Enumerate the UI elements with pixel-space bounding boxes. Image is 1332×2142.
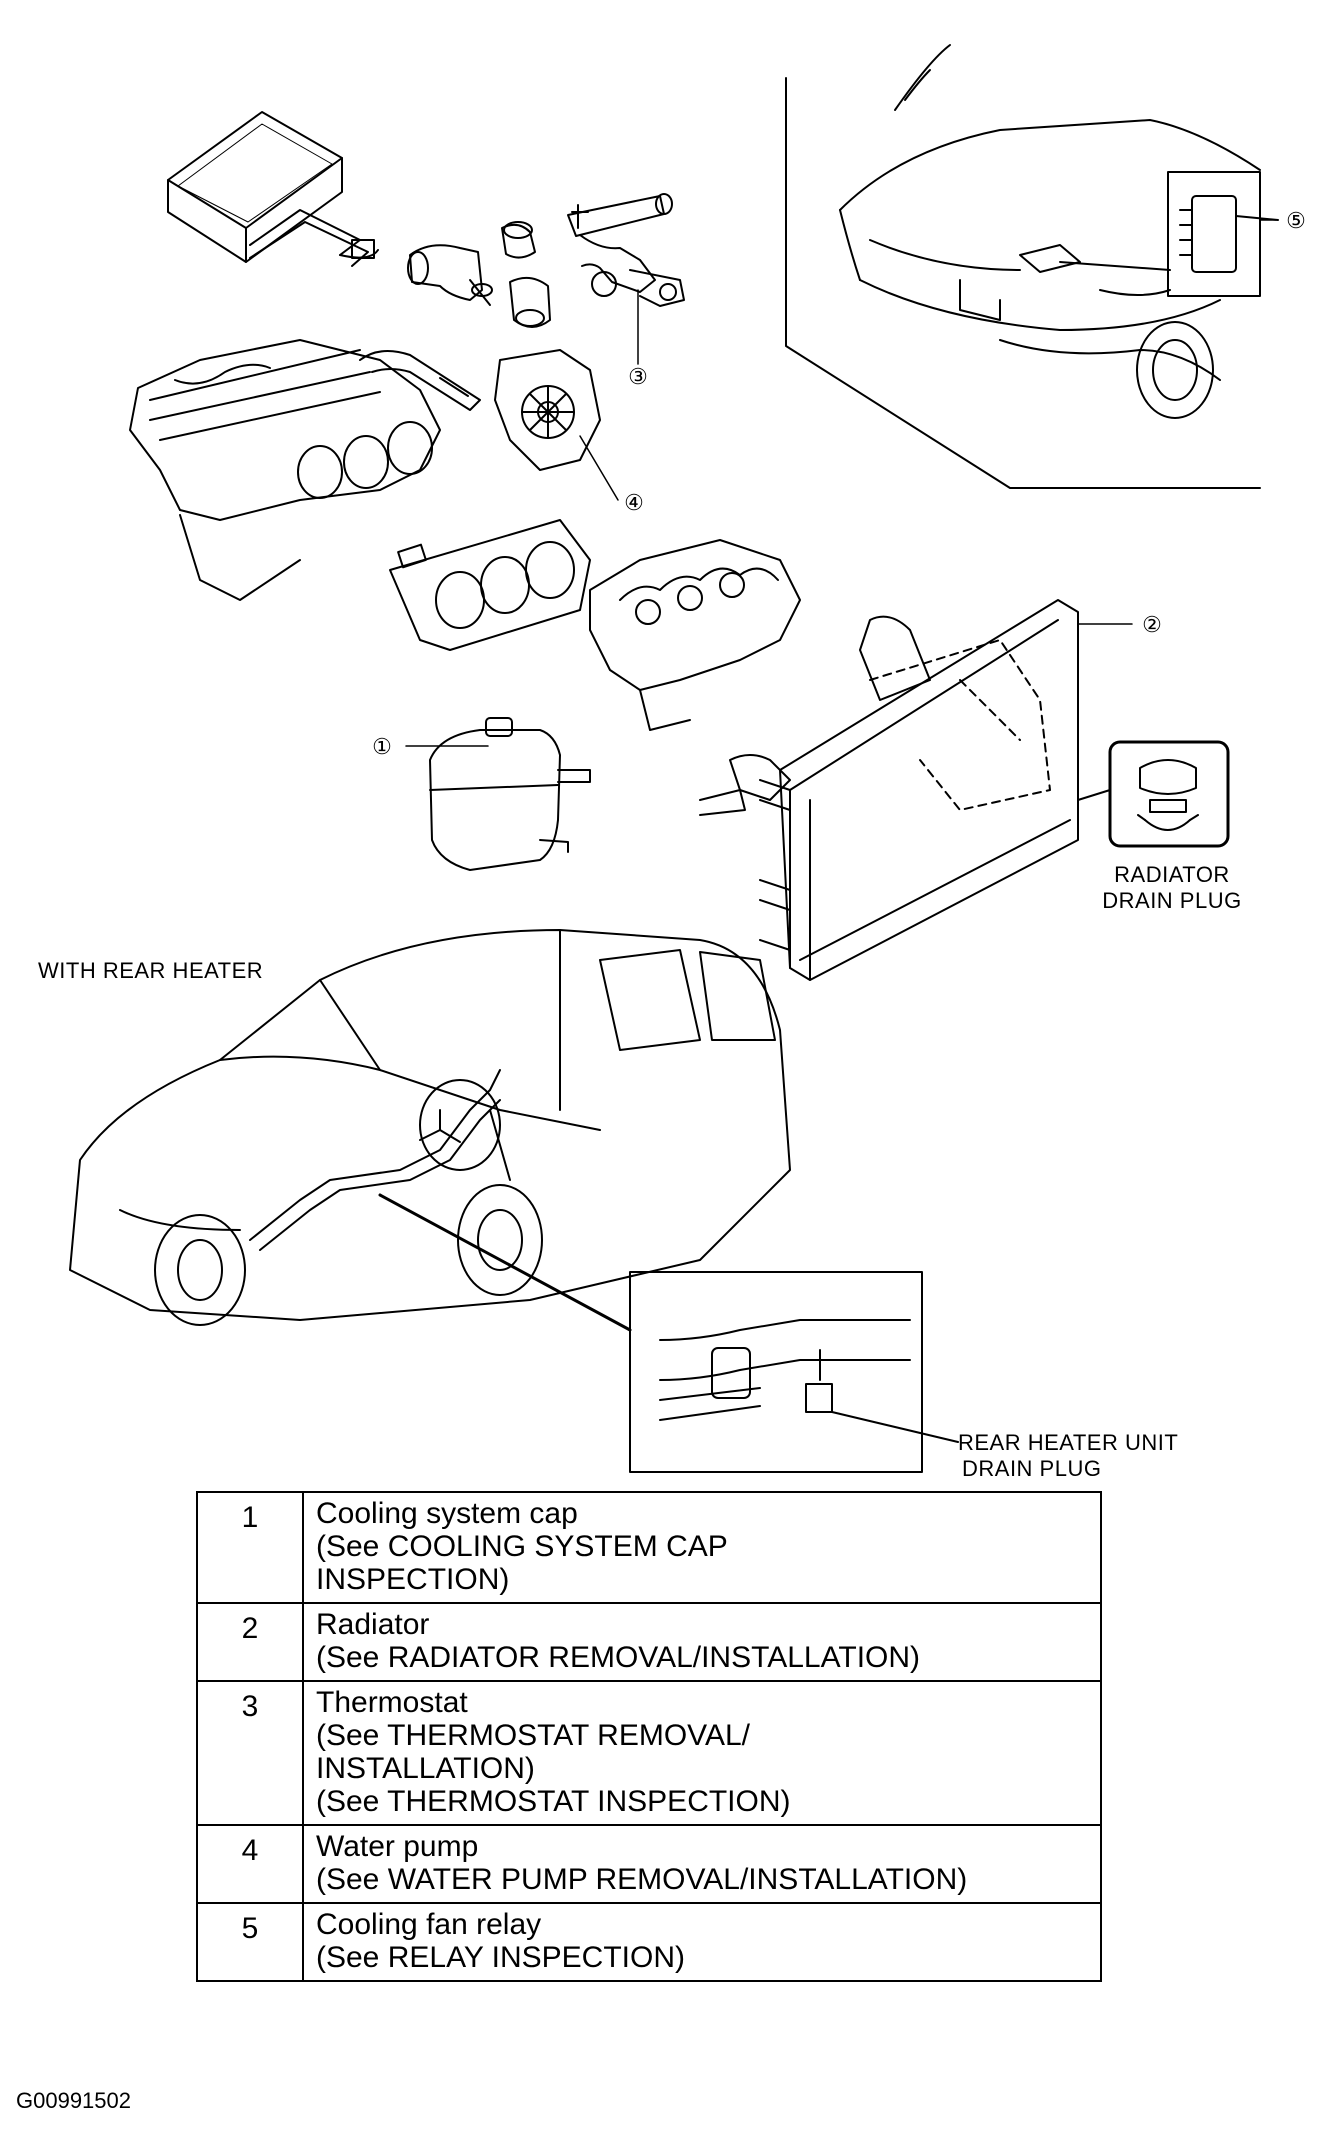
label-with-rear-heater: WITH REAR HEATER (38, 958, 263, 983)
part-description: Thermostat (See THERMOSTAT REMOVAL/ INST… (302, 1680, 1102, 1826)
coolant-reservoir (429, 717, 591, 871)
part-description: Cooling fan relay (See RELAY INSPECTION) (302, 1902, 1102, 1982)
part-number: 3 (196, 1680, 304, 1826)
label-radiator-drain-plug-line2: DRAIN PLUG (1102, 888, 1241, 913)
part-description: Cooling system cap (See COOLING SYSTEM C… (302, 1491, 1102, 1604)
part-number: 1 (196, 1491, 304, 1604)
label-radiator-drain-plug-line1: RADIATOR (1114, 862, 1230, 887)
figure-id: G00991502 (16, 2088, 131, 2113)
heater-core (167, 111, 379, 267)
label-rear-heater-drain-plug-line2: DRAIN PLUG (962, 1456, 1101, 1481)
part-number: 2 (196, 1602, 304, 1682)
table-row: 3 Thermostat (See THERMOSTAT REMOVAL/ IN… (196, 1680, 1102, 1826)
part-description: Water pump (See WATER PUMP REMOVAL/INSTA… (302, 1824, 1102, 1904)
cylinder-head-right (589, 539, 801, 731)
radiator (699, 599, 1079, 981)
callout-leaders (405, 219, 1277, 747)
callout-5: ⑤ (1286, 208, 1306, 233)
coolant-hoses-upper (407, 193, 685, 328)
part-number: 4 (196, 1824, 304, 1904)
callout-3: ③ (628, 364, 648, 389)
vehicle-front-view (785, 44, 1279, 489)
vehicle-with-rear-heater (69, 929, 791, 1332)
cylinder-head-left (129, 339, 481, 601)
water-pump (439, 349, 601, 471)
callout-4: ④ (624, 490, 644, 515)
radiator-drain-plug-inset (1077, 740, 1230, 848)
table-row: 1 Cooling system cap (See COOLING SYSTEM… (196, 1491, 1102, 1604)
table-row: 4 Water pump (See WATER PUMP REMOVAL/INS… (196, 1824, 1102, 1904)
parts-table: 1 Cooling system cap (See COOLING SYSTEM… (196, 1491, 1102, 1982)
part-number: 5 (196, 1902, 304, 1982)
rear-heater-drain-plug-inset (629, 1271, 959, 1473)
callout-1: ① (372, 734, 392, 759)
table-row: 2 Radiator (See RADIATOR REMOVAL/INSTALL… (196, 1602, 1102, 1682)
callout-2: ② (1142, 612, 1162, 637)
part-description: Radiator (See RADIATOR REMOVAL/INSTALLAT… (302, 1602, 1102, 1682)
head-gasket (389, 519, 591, 651)
cooling-system-diagram: ① ② ③ ④ ⑤ WITH REAR HEATER RADIATOR DRAI… (38, 44, 1306, 1481)
label-rear-heater-drain-plug-line1: REAR HEATER UNIT (958, 1430, 1178, 1455)
table-row: 5 Cooling fan relay (See RELAY INSPECTIO… (196, 1902, 1102, 1982)
